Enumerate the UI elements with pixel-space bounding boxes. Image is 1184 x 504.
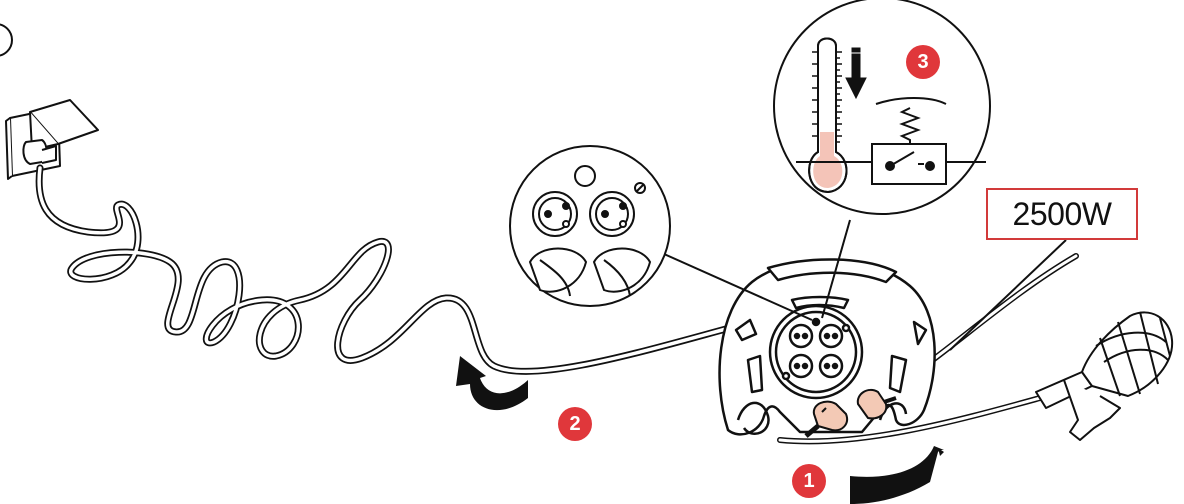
- socket-detail-callout: [509, 145, 813, 321]
- cable-reel: [718, 258, 936, 436]
- plug-icon: [804, 388, 897, 438]
- step-3-badge: 3: [906, 45, 940, 79]
- step-1-badge: 1: [792, 464, 826, 498]
- work-lamp-icon: [1035, 311, 1174, 441]
- thermal-switch-icon: [796, 97, 986, 185]
- thermometer-icon: [808, 37, 848, 194]
- label-leader-line: [949, 239, 1067, 351]
- temperature-down-arrow-icon: [845, 47, 867, 100]
- arrow-icon: [456, 356, 944, 504]
- cropped-step-marker: [0, 23, 13, 57]
- wall-socket-icon: [5, 99, 99, 180]
- step-2-badge: 2: [558, 407, 592, 441]
- power-rating-label: 2500W: [986, 188, 1138, 240]
